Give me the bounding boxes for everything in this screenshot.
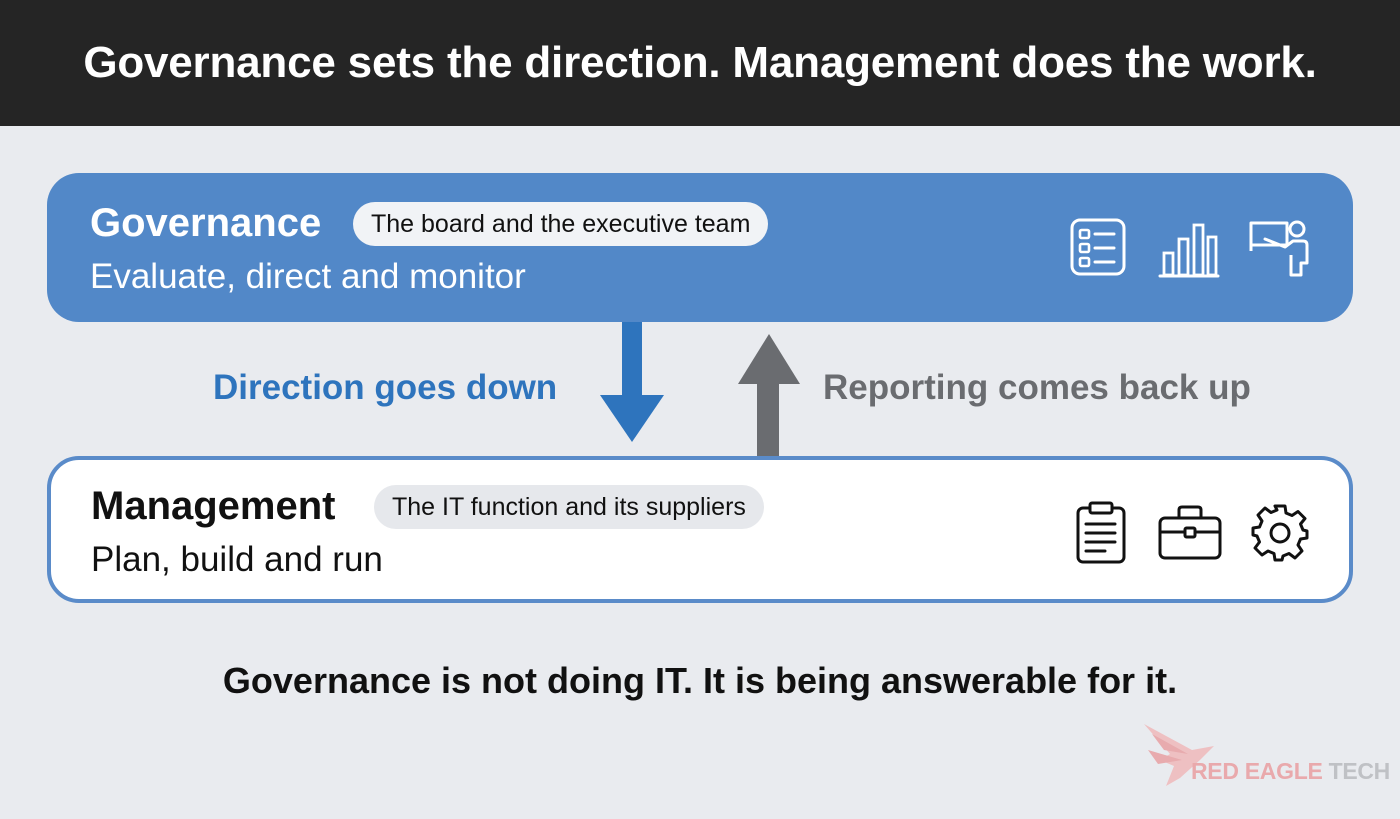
briefcase-icon (1158, 505, 1222, 560)
management-subtitle: Plan, build and run (91, 540, 383, 579)
presenter-icon (1249, 220, 1309, 277)
management-badge: The IT function and its suppliers (374, 485, 764, 529)
brand-suffix: TECH (1328, 758, 1391, 784)
direction-label: Direction goes down (213, 368, 558, 407)
header-bar: Governance sets the direction. Managemen… (0, 0, 1400, 126)
management-box: Management The IT function and its suppl… (47, 456, 1353, 603)
clipboard-icon (1076, 501, 1126, 564)
governance-box: Governance The board and the executive t… (47, 173, 1353, 322)
eagle-logo-icon (1144, 724, 1214, 786)
bar-chart-icon (1158, 223, 1220, 278)
brand-logo-text: RED EAGLE TECH (1191, 758, 1390, 785)
reporting-up-arrow (738, 334, 800, 458)
footer-statement: Governance is not doing IT. It is being … (222, 660, 1178, 701)
governance-badge: The board and the executive team (353, 202, 769, 246)
gear-icon (1251, 504, 1309, 562)
governance-subtitle: Evaluate, direct and monitor (90, 257, 526, 296)
page-title: Governance sets the direction. Managemen… (83, 38, 1317, 87)
reporting-label: Reporting comes back up (823, 368, 1251, 407)
brand-name: RED EAGLE (1191, 758, 1323, 784)
management-title: Management (91, 484, 336, 528)
governance-title: Governance (90, 201, 322, 245)
direction-down-arrow (600, 322, 664, 442)
checklist-icon (1070, 218, 1126, 276)
